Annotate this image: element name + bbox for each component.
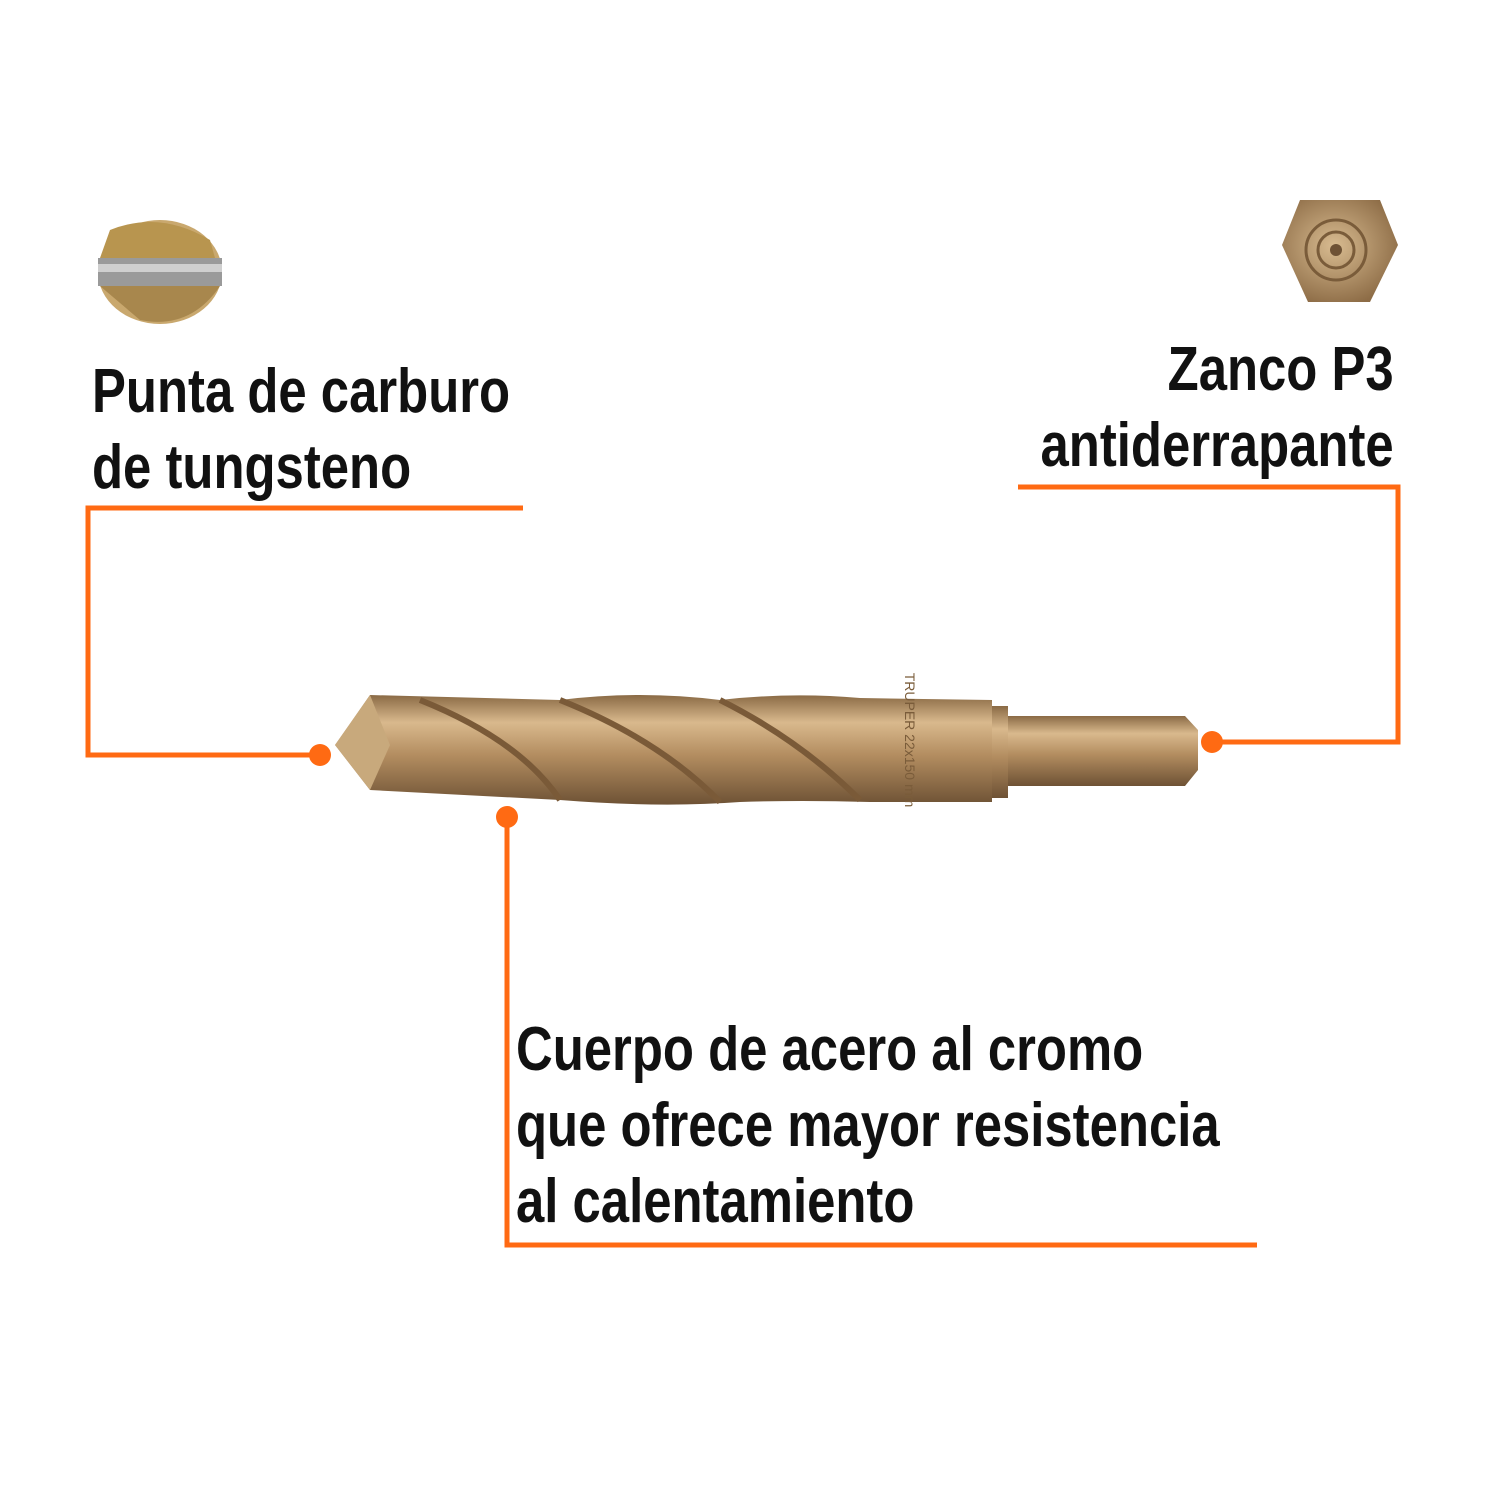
- label-line: de tungsteno: [92, 433, 412, 502]
- label-line: Punta de carburo: [92, 357, 511, 426]
- body-feature-label: Cuerpo de acero al cromo que ofrece mayo…: [516, 1012, 1220, 1240]
- tip-callout-line: [85, 505, 523, 758]
- shank-feature-label: Zanco P3 antiderrapante: [1041, 332, 1394, 484]
- label-line: Cuerpo de acero al cromo: [516, 1015, 1144, 1084]
- tip-callout-dot: [309, 744, 331, 766]
- label-line: antiderrapante: [1040, 411, 1394, 480]
- hex-shank-thumbnail: [1282, 200, 1398, 302]
- label-line: Zanco P3: [1167, 335, 1394, 404]
- callout-lines: [85, 484, 1401, 1248]
- carbide-tip-thumbnail: [98, 220, 222, 324]
- product-marking: TRUPER 22x150 mm: [902, 673, 918, 808]
- drill-bit: TRUPER 22x150 mm: [335, 673, 1198, 808]
- label-line: que ofrece mayor resistencia: [516, 1091, 1220, 1160]
- tip-feature-label: Punta de carburo de tungsteno: [92, 354, 510, 506]
- shank-callout-line: [1018, 484, 1401, 745]
- shank-callout-dot: [1201, 731, 1223, 753]
- body-callout-line: [504, 817, 1257, 1248]
- label-line: al calentamiento: [516, 1167, 915, 1236]
- body-callout-dot: [496, 806, 518, 828]
